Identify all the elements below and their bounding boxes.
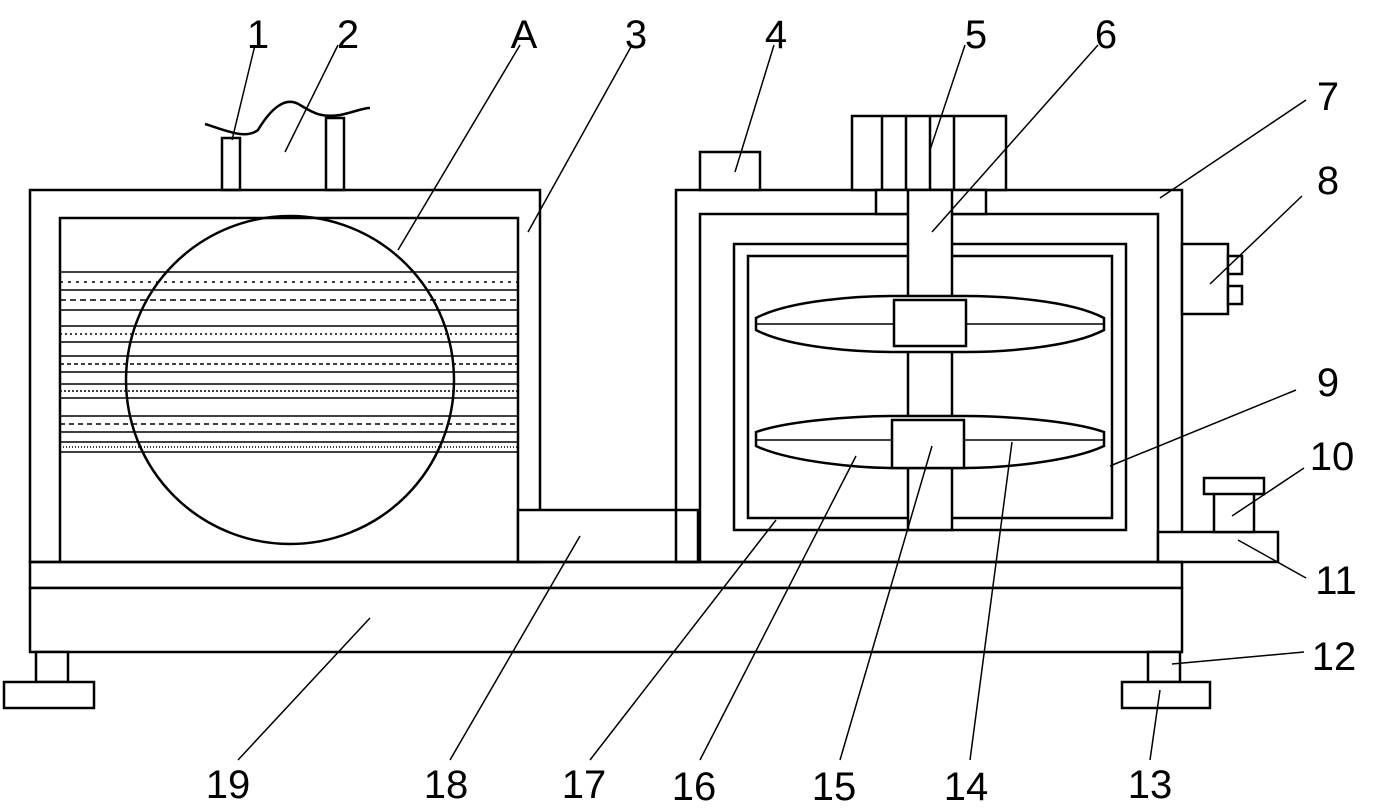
upper-blades [754, 294, 1106, 354]
filter-layers [60, 271, 518, 453]
label-10: 10 [1310, 435, 1355, 479]
label-a: A [511, 13, 538, 57]
label-12: 12 [1312, 635, 1357, 679]
label-11: 11 [1315, 559, 1357, 603]
shaft [906, 188, 954, 532]
detail-circle-a [124, 214, 456, 546]
bottom-slab [28, 560, 1184, 590]
label-19: 19 [206, 763, 251, 807]
lower-blades [754, 414, 1106, 470]
label-14: 14 [944, 765, 989, 809]
label-3: 3 [625, 13, 647, 57]
label-6: 6 [1095, 13, 1117, 57]
label-17: 17 [562, 763, 607, 807]
label-15: 15 [812, 765, 857, 809]
label-7: 7 [1317, 75, 1339, 119]
label-16: 16 [672, 765, 717, 809]
base-frame [28, 586, 1184, 654]
connecting-pipe [516, 508, 700, 564]
top-box [698, 150, 762, 192]
inlet-pipes [204, 100, 371, 192]
label-4: 4 [765, 13, 787, 57]
leader-lines [231, 44, 1307, 761]
label-5: 5 [965, 13, 987, 57]
control-box [1180, 242, 1244, 316]
outlet [1156, 476, 1280, 564]
label-1: 1 [247, 13, 269, 57]
part-labels: 1 2 A 3 4 5 6 7 8 9 10 11 12 13 14 15 16… [206, 13, 1357, 809]
support-legs [2, 650, 1212, 710]
left-housing [28, 188, 542, 564]
label-9: 9 [1317, 361, 1339, 405]
label-2: 2 [337, 13, 359, 57]
label-13: 13 [1128, 763, 1173, 807]
label-18: 18 [424, 763, 469, 807]
label-8: 8 [1317, 159, 1339, 203]
